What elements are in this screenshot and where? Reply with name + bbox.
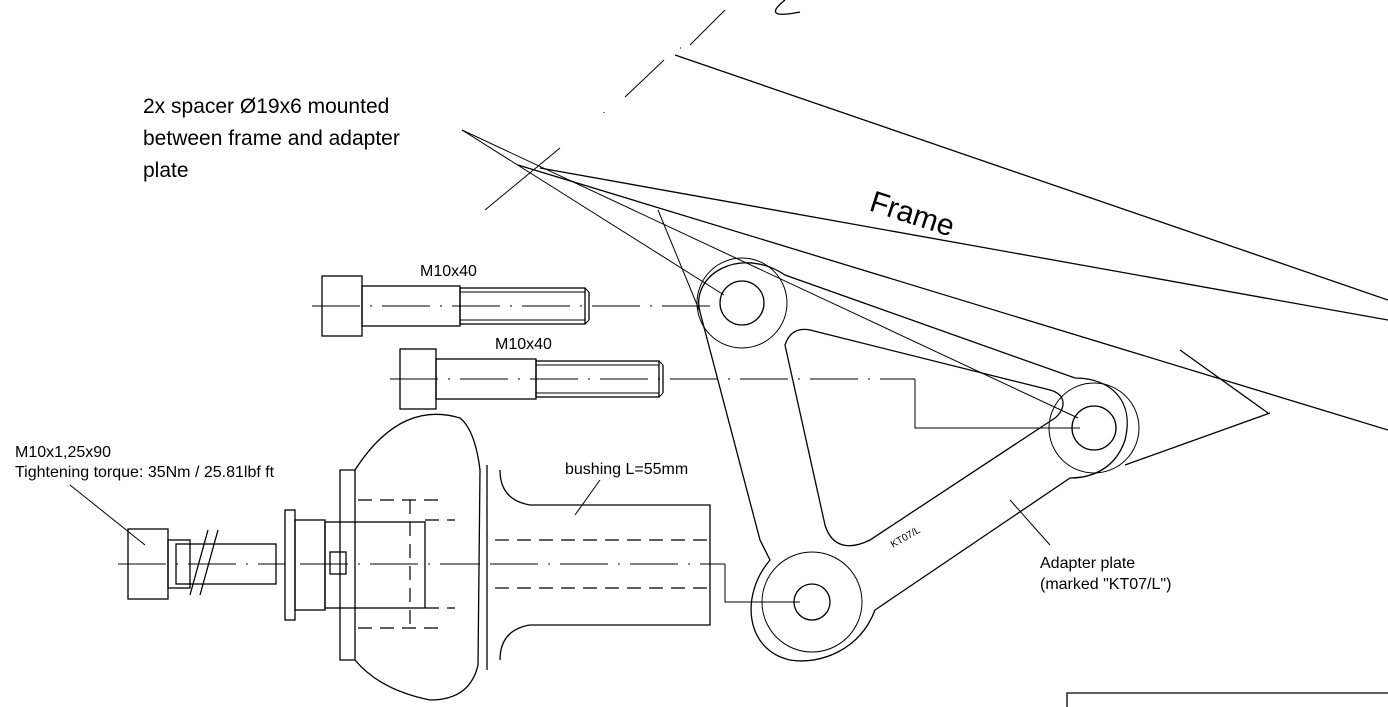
axis-centerline-diagonal	[484, 9, 726, 211]
bolt-lower-label-line1: M10x1,25x90	[15, 444, 111, 461]
adapter-label-line1: Adapter plate	[1040, 555, 1135, 572]
bolt-upper	[312, 275, 720, 337]
bushing	[490, 469, 800, 661]
hub-assembly	[284, 413, 488, 701]
plate-marking: KT07/L	[889, 525, 923, 551]
leader-lines	[69, 129, 1079, 546]
top-partial-arc	[774, 0, 801, 15]
bolt-lower	[118, 528, 285, 600]
bolt-middle-label: M10x40	[495, 336, 552, 353]
bolt-lower-label-line2: Tightening torque: 35Nm / 25.81lbf ft	[15, 464, 275, 481]
bushing-label: bushing L=55mm	[565, 461, 688, 478]
adapter-plate	[696, 257, 1140, 662]
spacer-label-line1: 2x spacer Ø19x6 mounted	[143, 95, 389, 118]
title-block-corner	[1066, 692, 1388, 707]
spacer-label-line2: between frame and adapter	[143, 127, 400, 150]
plate-wing	[1124, 349, 1271, 466]
bolt-middle	[390, 348, 1080, 429]
frame-outline	[517, 54, 1388, 431]
adapter-label-line2: (marked "KT07/L")	[1040, 576, 1171, 593]
spacer-label-line3: plate	[143, 159, 189, 182]
bolt-upper-label: M10x40	[420, 263, 477, 280]
